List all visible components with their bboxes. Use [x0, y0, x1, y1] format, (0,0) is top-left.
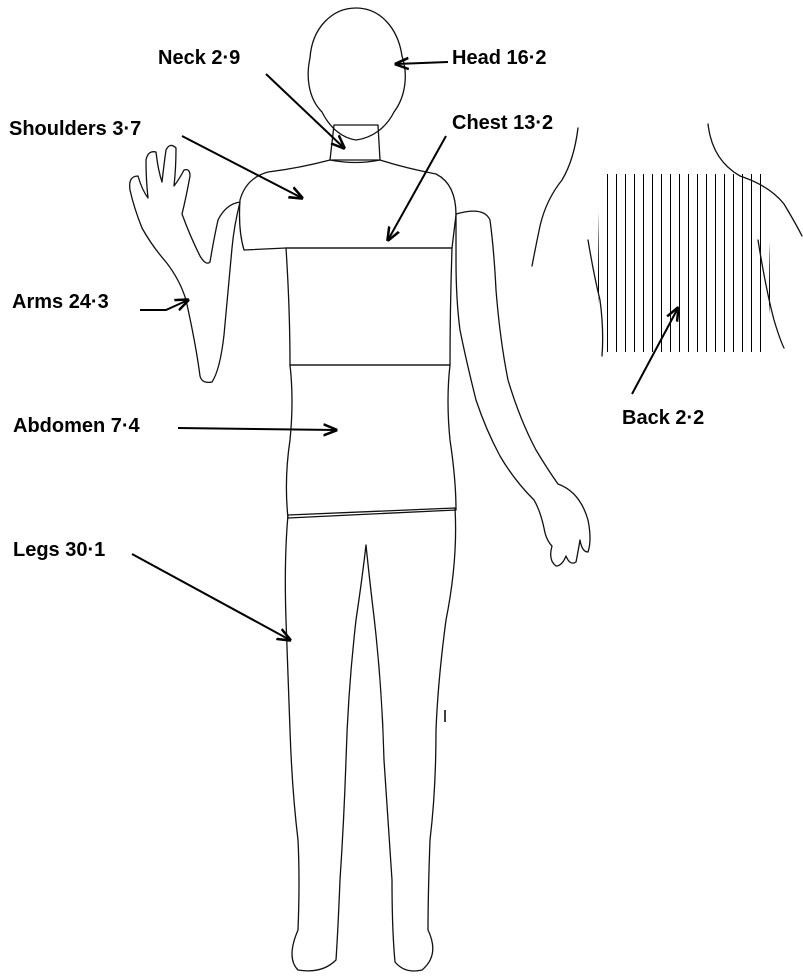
arms-label: Arms 24·3: [12, 290, 109, 314]
head-label: Head 16·2: [452, 46, 547, 70]
neck-region: [330, 125, 380, 163]
legs-leader: [132, 554, 290, 640]
abdomen-label: Abdomen 7·4: [13, 414, 140, 438]
shoulders-leader: [182, 136, 302, 198]
chest-region: [286, 248, 452, 365]
chest-label: Chest 13·2: [452, 111, 553, 135]
arms-leader: [140, 300, 188, 310]
legs-label: Legs 30·1: [13, 538, 105, 562]
abdomen-leader: [178, 428, 336, 430]
shoulders-region: [240, 160, 457, 250]
back-label: Back 2·2: [622, 406, 704, 430]
back-region: [598, 174, 770, 352]
neck-label: Neck 2·9: [158, 46, 240, 70]
chest-leader: [388, 136, 446, 240]
right-arm-region: [130, 145, 240, 382]
left-arm-region: [456, 211, 590, 566]
back-outline: [532, 128, 578, 266]
shoulders-label: Shoulders 3·7: [9, 117, 141, 141]
legs-region: [285, 508, 455, 971]
head-region: [308, 8, 405, 140]
abdomen-region: [286, 365, 456, 518]
neck-leader: [266, 74, 344, 148]
